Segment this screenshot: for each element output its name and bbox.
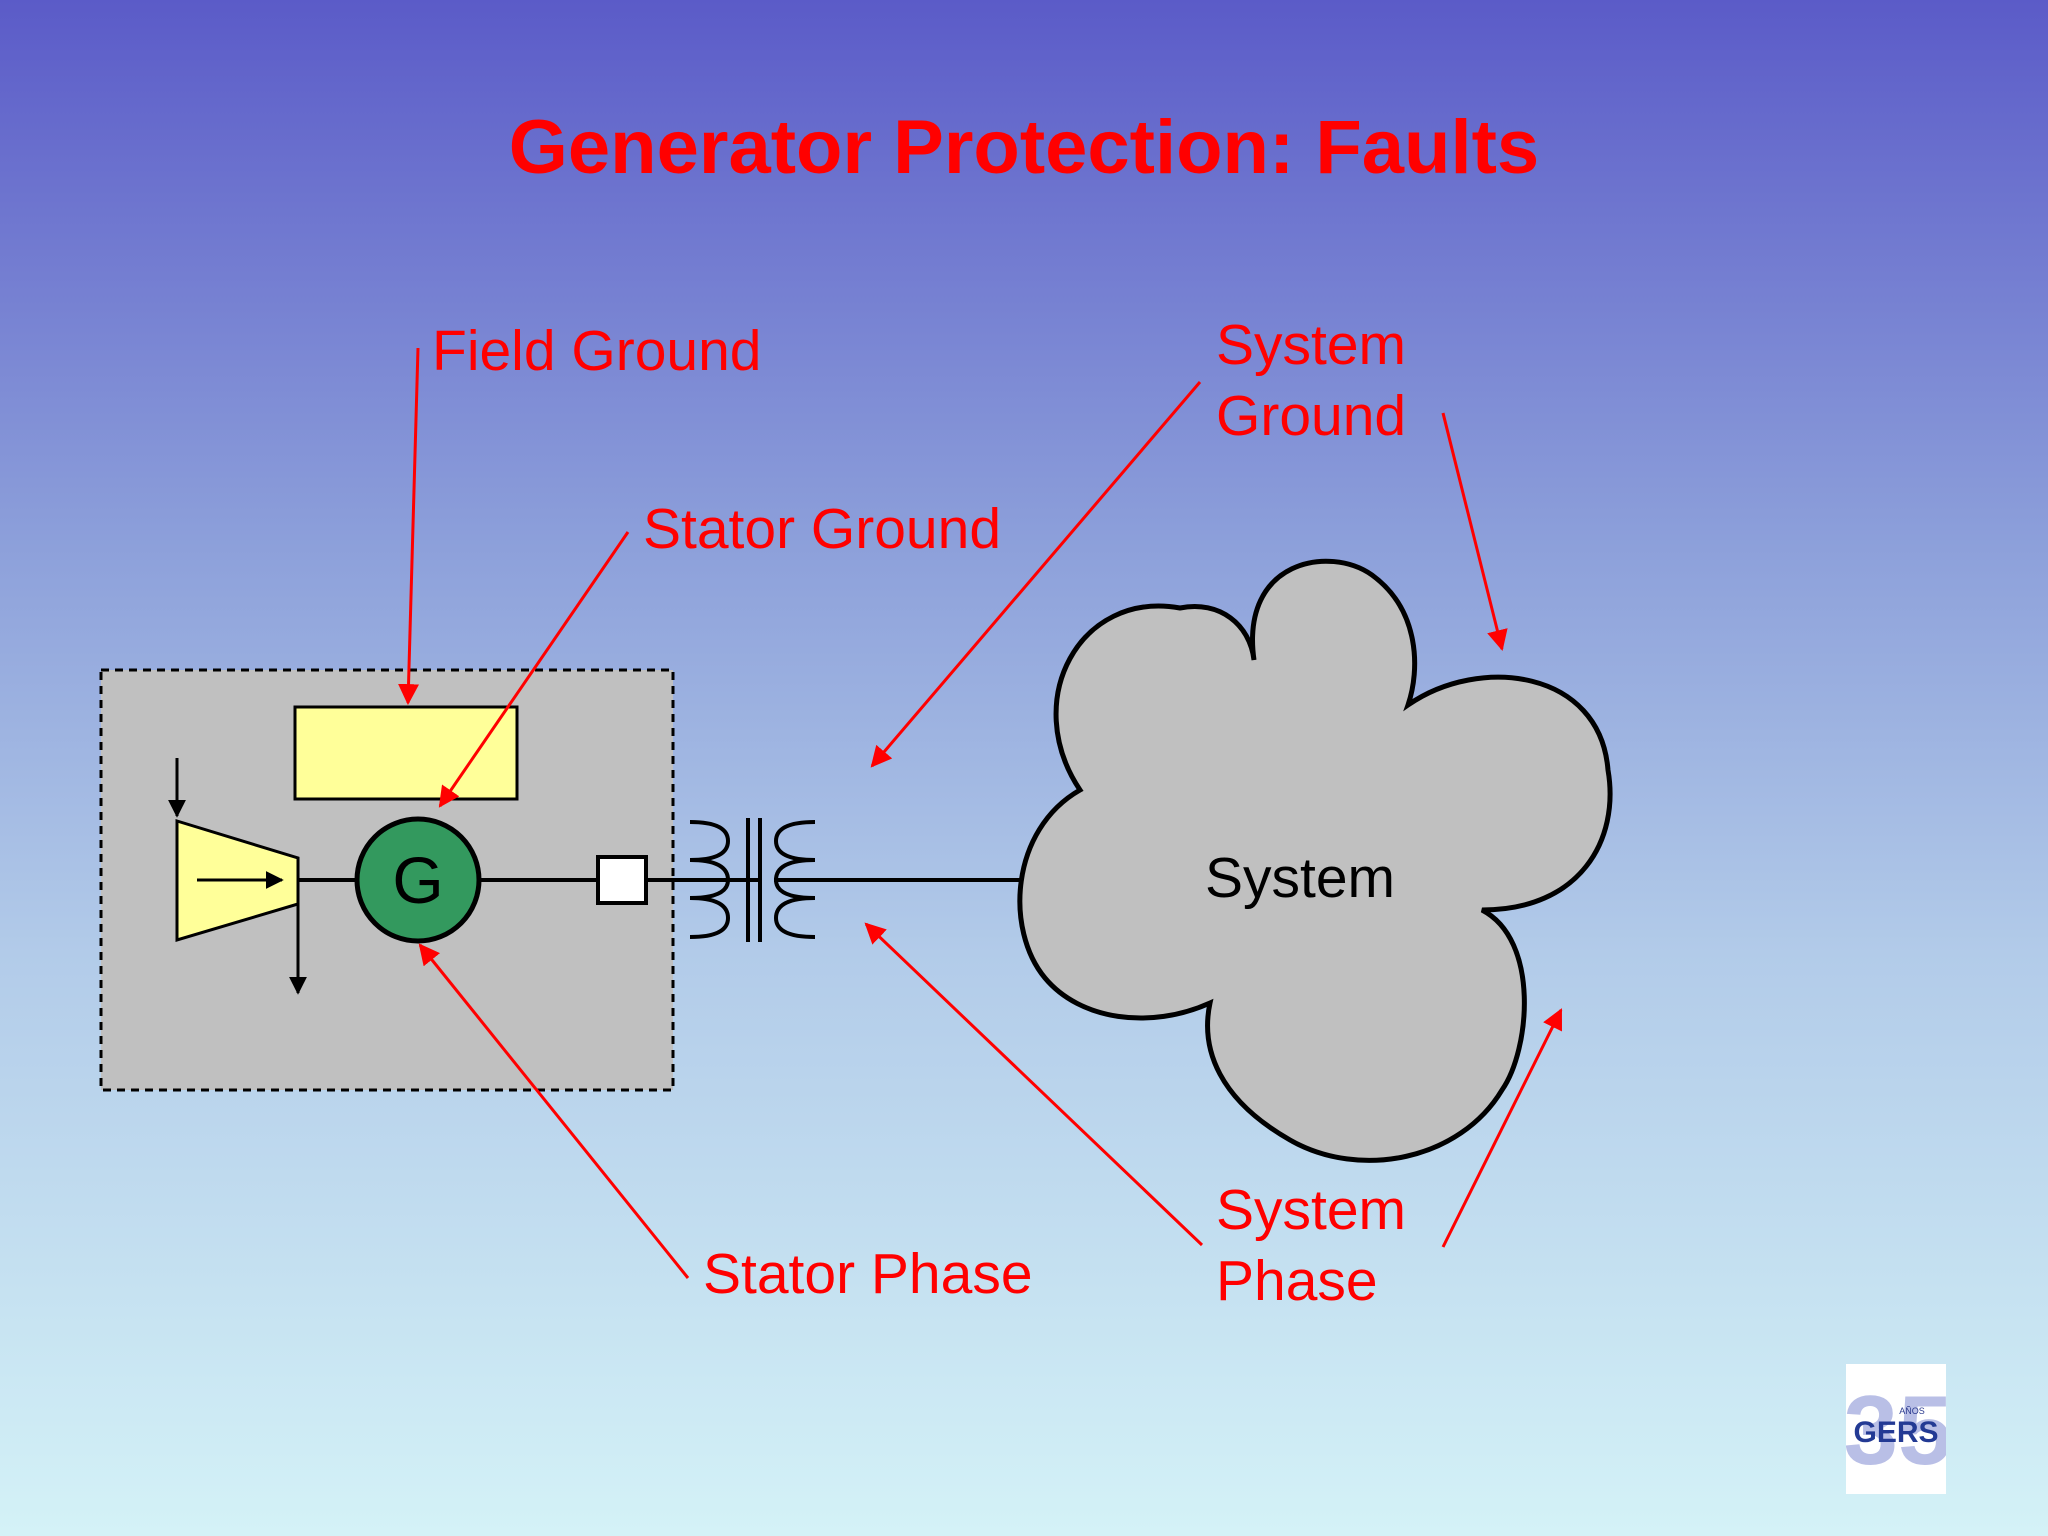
- exciter-block: [293, 705, 519, 801]
- label-system-ground-line2: Ground: [1216, 384, 1407, 448]
- label-stator-phase: Stator Phase: [703, 1239, 1033, 1310]
- turbine: [168, 758, 307, 995]
- logo-number: 35: [1846, 1375, 1946, 1485]
- label-field-ground-text: Field Ground: [432, 319, 762, 383]
- label-system-phase-line1: System: [1216, 1178, 1407, 1242]
- transformer-symbol: [689, 818, 816, 942]
- logo-brand: GERS: [1853, 1416, 1938, 1449]
- system-label: System: [1205, 846, 1395, 910]
- label-system-phase: System Phase: [1216, 1175, 1406, 1317]
- label-system-ground: System Ground: [1216, 310, 1406, 452]
- label-stator-ground-text: Stator Ground: [643, 497, 1002, 561]
- label-system-ground-line1: System: [1216, 313, 1407, 377]
- slide-title: Generator Protection: Faults: [508, 105, 1540, 190]
- fault-arrows: [398, 347, 1563, 1279]
- gers-logo-graphic: 35 AÑOS GERS: [1843, 1375, 1952, 1485]
- generator-circle: [354, 816, 482, 944]
- circuit-breaker: [596, 855, 648, 905]
- arrow-system-phase-right: [1441, 1008, 1563, 1248]
- arrow-system-ground-right: [1441, 412, 1508, 652]
- label-field-ground: Field Ground: [432, 316, 762, 387]
- system-cloud: [1017, 558, 1613, 1163]
- arrow-stator-phase: [418, 943, 690, 1279]
- arrow-system-phase-left: [864, 922, 1204, 1247]
- arrow-stator-ground: [438, 531, 630, 808]
- logo-small-text: AÑOS: [1899, 1406, 1925, 1416]
- label-system-phase-line2: Phase: [1216, 1249, 1378, 1313]
- gers-logo: 35 AÑOS GERS: [1843, 1364, 1953, 1494]
- generator-label: G: [392, 843, 443, 917]
- label-stator-ground: Stator Ground: [643, 494, 1001, 565]
- arrow-system-ground-left: [870, 381, 1202, 768]
- label-stator-phase-text: Stator Phase: [703, 1242, 1033, 1306]
- arrow-field-ground: [398, 347, 420, 706]
